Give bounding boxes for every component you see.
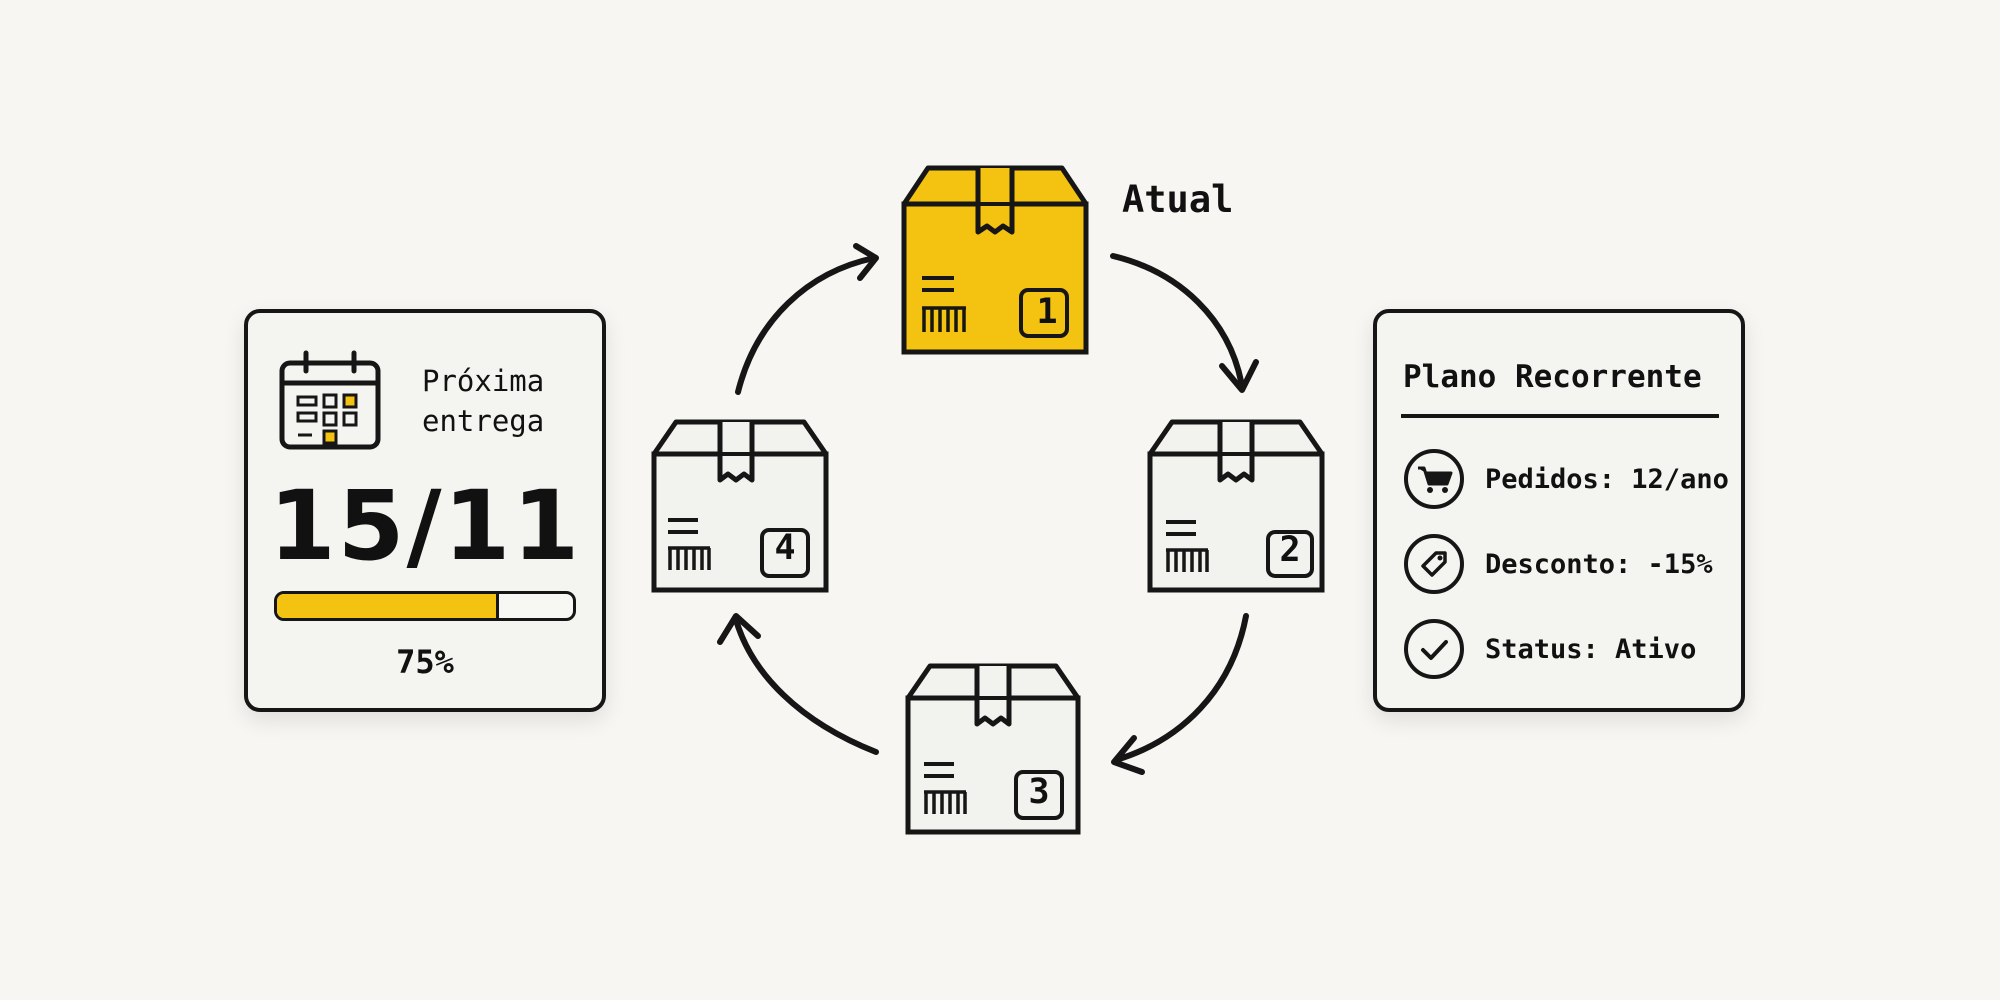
arrow-1-to-2 <box>1110 253 1245 389</box>
next-delivery-date: 15/11 <box>268 470 582 582</box>
recurring-plan-card: Plano Recorrente Pedidos: 12/ano Descont… <box>1373 309 1745 712</box>
delivery-progress-label: 75% <box>396 643 454 681</box>
plan-row-orders: Pedidos: 12/ano <box>1403 448 1729 510</box>
next-delivery-card: Próxima entrega 15/11 75% <box>244 309 606 712</box>
box-3 <box>905 663 1081 835</box>
check-icon <box>1404 619 1464 679</box>
plan-status-label: Status: Ativo <box>1485 633 1697 665</box>
box-1 <box>901 165 1089 355</box>
delivery-progress-bar <box>274 591 576 621</box>
arrow-3-to-4 <box>733 617 879 755</box>
box-2 <box>1147 419 1325 593</box>
plan-row-discount: Desconto: -15% <box>1403 533 1713 595</box>
arrow-2-to-3-head <box>1111 735 1145 775</box>
plan-row-status: Status: Ativo <box>1403 618 1696 680</box>
box-4 <box>651 419 829 593</box>
cart-icon <box>1404 449 1464 509</box>
current-box-label: Atual <box>1122 178 1234 221</box>
arrow-3-to-4-head <box>717 613 761 645</box>
plan-divider <box>1401 414 1719 418</box>
box-3-number: 3 <box>1028 772 1050 812</box>
plan-discount-label: Desconto: -15% <box>1485 548 1713 580</box>
box-2-number: 2 <box>1279 530 1301 570</box>
plan-title: Plano Recorrente <box>1403 359 1702 395</box>
plan-orders-label: Pedidos: 12/ano <box>1485 463 1729 495</box>
arrow-2-to-3 <box>1113 613 1249 763</box>
tag-icon <box>1404 534 1464 594</box>
calendar-icon <box>279 350 381 450</box>
arrow-4-to-1 <box>735 255 877 395</box>
arrow-1-to-2-head <box>1219 359 1259 393</box>
next-delivery-title: Próxima entrega <box>422 364 545 438</box>
arrow-4-to-1-head <box>853 243 879 281</box>
box-1-number: 1 <box>1036 292 1058 332</box>
box-4-number: 4 <box>774 528 796 568</box>
delivery-progress-fill <box>277 594 499 618</box>
